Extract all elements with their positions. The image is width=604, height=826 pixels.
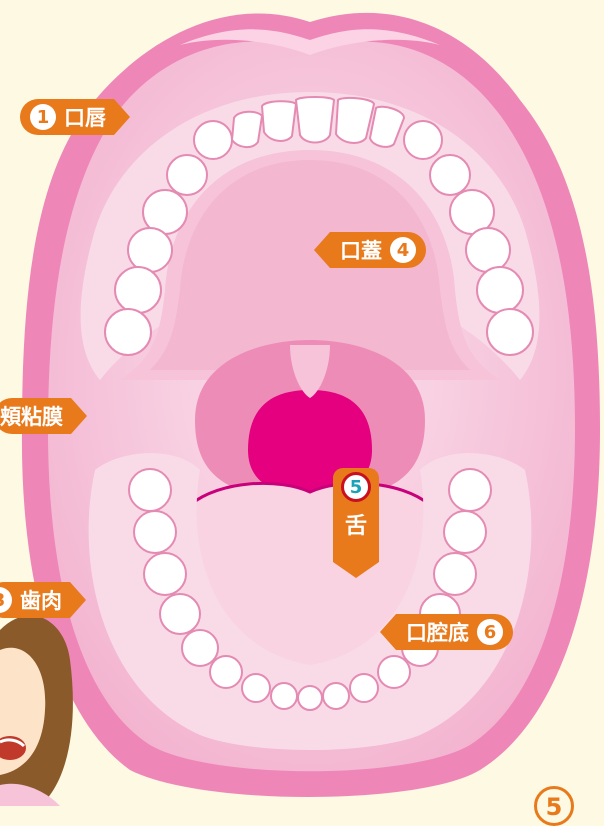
lip-number: 1 <box>30 104 56 130</box>
label-floor: 口腔底 6 <box>396 614 513 650</box>
floor-text: 口腔底 <box>406 617 469 647</box>
corner-number-badge: 5 <box>534 786 574 826</box>
girl-illustration <box>0 616 73 806</box>
tongue-number: 5 <box>341 472 371 502</box>
tongue-text: 舌 <box>345 508 367 540</box>
label-cheek: 頬粘膜 <box>0 398 71 434</box>
floor-number: 6 <box>477 619 503 645</box>
lip-text: 口唇 <box>64 102 106 132</box>
palate-text: 口蓋 <box>340 235 382 265</box>
label-lip: 1 口唇 <box>20 99 114 135</box>
label-tongue: 5 舌 <box>333 468 379 562</box>
cheek-text: 頬粘膜 <box>0 401 63 431</box>
palate-number: 4 <box>390 237 416 263</box>
gum-number: 3 <box>0 587 12 613</box>
label-gum: 3 歯肉 <box>0 582 70 618</box>
label-palate: 口蓋 4 <box>330 232 426 268</box>
gum-text: 歯肉 <box>20 585 62 615</box>
